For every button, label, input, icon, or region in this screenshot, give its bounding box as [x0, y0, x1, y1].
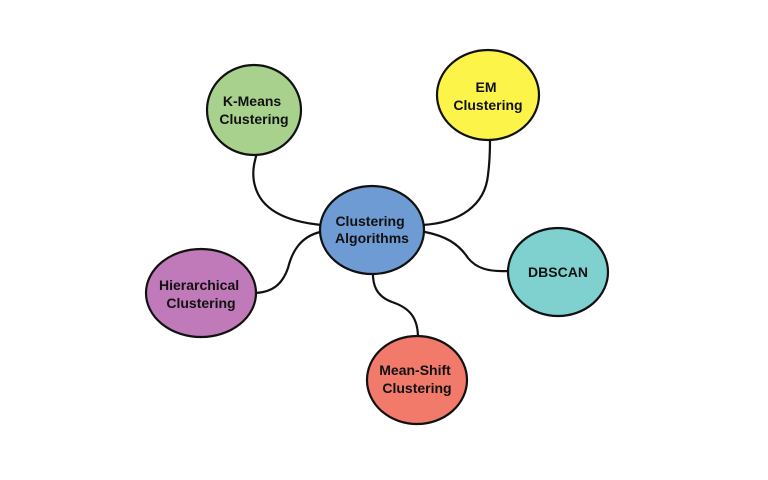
- svg-text:Clustering Algorithms: Clustering Algorithms: [335, 213, 409, 246]
- node-center-label-line-1: Clustering: [335, 213, 404, 229]
- node-center-shape: [318, 184, 426, 276]
- svg-text:Hierarchical Clusterin: Hierarchical Clustering: [159, 277, 243, 311]
- node-hierarchical-shape: [144, 247, 258, 339]
- connector-meanshift: [371, 266, 420, 340]
- node-hierarchical[interactable]: Hierarchical Clustering: [144, 247, 258, 339]
- svg-text:K-Means Clustering: K-Means Clustering: [219, 93, 288, 127]
- node-center-label-line-2: Algorithms: [335, 230, 409, 246]
- connector-dbscan: [423, 230, 510, 273]
- connectors: [252, 138, 510, 340]
- node-dbscan[interactable]: DBSCAN: [506, 226, 610, 318]
- node-center[interactable]: Clustering Algorithms: [318, 184, 426, 276]
- node-dbscan-label-line-1: DBSCAN: [528, 264, 588, 280]
- connector-hierarchical: [254, 230, 322, 295]
- connector-kmeans: [252, 151, 324, 227]
- node-hierarchical-label-line-1: Hierarchical: [159, 277, 239, 293]
- node-kmeans-label-line-2: Clustering: [219, 111, 288, 127]
- svg-text:DBSCAN: DBSCAN: [528, 264, 588, 280]
- node-meanshift-shape: [365, 334, 469, 426]
- node-kmeans-shape: [205, 63, 303, 157]
- svg-text:EM Clustering: EM Clustering: [453, 79, 522, 113]
- node-kmeans[interactable]: K-Means Clustering: [205, 63, 303, 157]
- node-em-label-line-2: Clustering: [453, 97, 522, 113]
- node-meanshift-label-line-1: Mean-Shift: [379, 362, 451, 378]
- node-em[interactable]: EM Clustering: [435, 48, 541, 142]
- node-em-shape: [435, 48, 541, 142]
- node-dbscan-shape: [506, 226, 610, 318]
- connector-em: [420, 138, 492, 227]
- node-meanshift-label-line-2: Clustering: [382, 380, 451, 396]
- node-kmeans-label-line-1: K-Means: [223, 93, 282, 109]
- svg-text:Mean-Shift Clustering: Mean-Shift Clustering: [379, 362, 454, 396]
- node-em-label-line-1: EM: [476, 79, 497, 95]
- node-hierarchical-label-line-2: Clustering: [166, 295, 235, 311]
- node-meanshift[interactable]: Mean-Shift Clustering: [365, 334, 469, 426]
